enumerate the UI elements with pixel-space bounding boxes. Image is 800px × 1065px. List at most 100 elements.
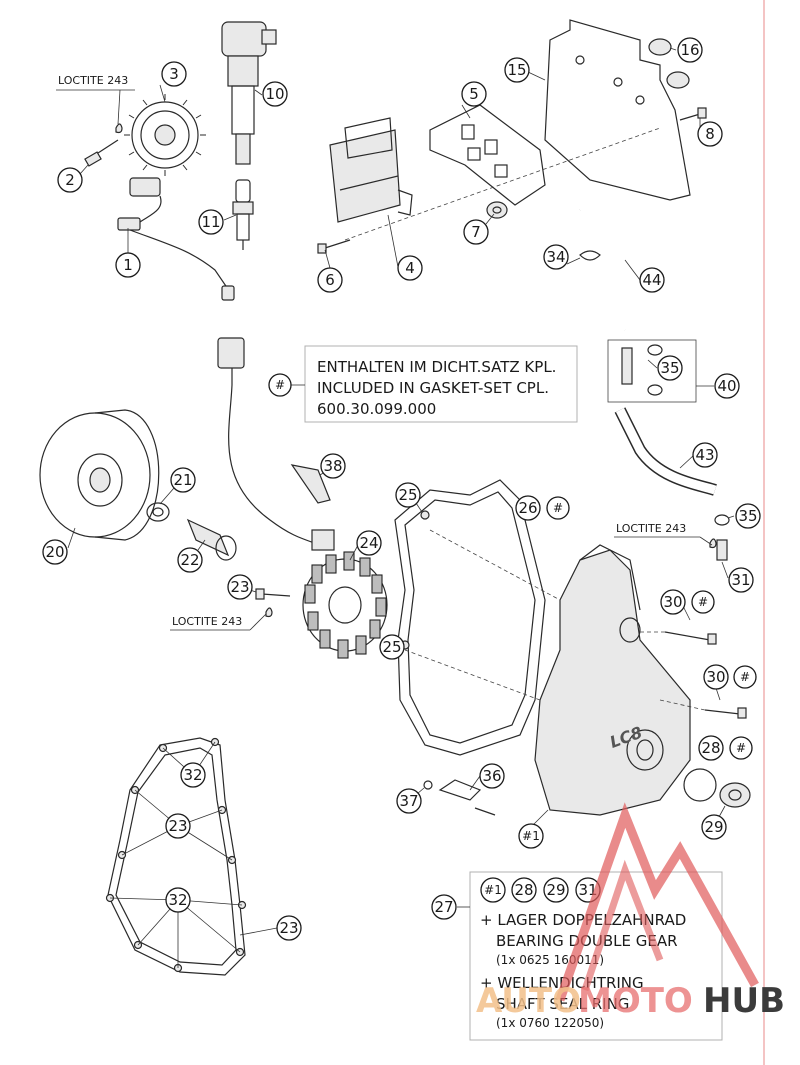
callout-29: 29 — [701, 814, 727, 840]
svg-text:7: 7 — [471, 223, 481, 241]
svg-text:4: 4 — [405, 259, 415, 277]
callout-22: 22 — [177, 547, 203, 573]
svg-text:40: 40 — [717, 377, 736, 395]
screw-8-part — [679, 107, 707, 121]
oring-28-part — [683, 768, 717, 802]
callout-23-stator: 23 — [227, 574, 253, 600]
svg-text:26: 26 — [518, 499, 537, 517]
control-unit-part — [329, 117, 413, 223]
callout-35-seal: 35 — [735, 503, 761, 529]
gasket-note-line3: 600.30.099.000 — [317, 400, 436, 418]
svg-text:34: 34 — [546, 248, 565, 266]
svg-text:23: 23 — [230, 578, 249, 596]
callout-40: 40 — [714, 373, 740, 399]
callout-26-hash: # — [546, 496, 570, 520]
callout-34: 34 — [543, 244, 569, 270]
kit-40-frame — [607, 339, 697, 403]
callout-24: 24 — [356, 530, 382, 556]
svg-text:10: 10 — [265, 85, 284, 103]
screw-6-part — [317, 239, 351, 254]
callout-leaders — [67, 47, 735, 936]
callout-36: 36 — [479, 763, 505, 789]
gasket-note-symbol — [268, 373, 292, 397]
bolt-22-part — [186, 518, 237, 561]
callout-37: 37 — [396, 788, 422, 814]
rubber-16-part — [648, 38, 690, 89]
callout-27 — [431, 894, 457, 920]
callout-10: 10 — [262, 81, 288, 107]
svg-text:2: 2 — [65, 171, 75, 189]
callout-30-top: 30 — [660, 589, 686, 615]
svg-text:#: # — [275, 378, 285, 392]
svg-text:11: 11 — [201, 213, 220, 231]
callout-20: 20 — [42, 539, 68, 565]
bolt-30b-part — [704, 707, 747, 719]
cover-note-item1-line2: BEARING DOUBLE GEAR — [496, 932, 678, 950]
svg-text:8: 8 — [705, 125, 715, 143]
cover-gasket-part — [394, 479, 546, 756]
svg-text:27: 27 — [434, 898, 453, 916]
loctite-label-right: LOCTITE 243 — [616, 522, 686, 535]
callout-6: 6 — [317, 267, 343, 293]
svg-text:28: 28 — [514, 881, 533, 899]
fitting-35-part — [621, 344, 663, 396]
spark-plug-part — [232, 179, 254, 250]
callout-32-top: 32 — [180, 762, 206, 788]
svg-text:43: 43 — [695, 446, 714, 464]
cover-note-item1-line1: + LAGER DOPPELZAHNRAD — [480, 911, 686, 929]
callout-16: 16 — [677, 37, 703, 63]
plate-15-part — [544, 19, 691, 201]
plug-29-part — [719, 782, 751, 808]
bracket-36-part — [438, 779, 496, 816]
grommet-7-part — [486, 201, 508, 219]
watermark-hub: HUB — [703, 981, 785, 1021]
loctite-label-top-left: LOCTITE 243 — [58, 74, 128, 87]
callout-35-kit: 35 — [657, 355, 683, 381]
washer-21-part — [146, 502, 170, 522]
grommet-38-part — [290, 464, 331, 504]
svg-text:20: 20 — [45, 543, 64, 561]
svg-text:32: 32 — [183, 766, 202, 784]
watermark-moto: MOTO — [578, 981, 693, 1021]
svg-text:24: 24 — [359, 534, 378, 552]
svg-text:38: 38 — [323, 457, 342, 475]
callout-31: 31 — [728, 567, 754, 593]
svg-text:15: 15 — [507, 61, 526, 79]
callout-1-hash: #1 — [518, 823, 544, 849]
svg-text:#1: #1 — [522, 829, 540, 843]
hose-44-part — [577, 202, 630, 331]
loctite-drop-stator-icon — [265, 607, 273, 618]
watermark-logo: AUTO MOTO HUB — [476, 802, 785, 1021]
callout-25-bottom: 25 — [379, 634, 405, 660]
svg-text:#: # — [736, 741, 746, 755]
watermark-auto: AUTO — [476, 981, 581, 1021]
callout-28-hash: # — [729, 736, 753, 760]
svg-text:#: # — [740, 670, 750, 684]
svg-text:37: 37 — [399, 792, 418, 810]
clamp-34-part — [579, 250, 601, 261]
svg-text:22: 22 — [180, 551, 199, 569]
cover-note-item2-part: (1x 0760 122050) — [496, 1016, 604, 1030]
flywheel-part — [39, 409, 160, 541]
callout-44: 44 — [639, 267, 665, 293]
seal-35b-part — [714, 514, 730, 526]
bolt-30a-part — [664, 631, 717, 645]
cover-note-ref-28 — [511, 877, 537, 903]
connector-cable-part — [217, 337, 321, 546]
ignition-cover-part: LC8 — [534, 544, 691, 816]
callout-28: 28 — [698, 735, 724, 761]
callout-23-gasket: 23 — [165, 813, 191, 839]
svg-text:29: 29 — [546, 881, 565, 899]
screw-2-part — [84, 139, 119, 167]
svg-text:23: 23 — [279, 919, 298, 937]
cover-note-item1-part: (1x 0625 160011) — [496, 953, 604, 967]
svg-text:#: # — [698, 595, 708, 609]
svg-text:3: 3 — [169, 65, 179, 83]
callout-30-bottom: 30 — [703, 664, 729, 690]
gasket-note-line1: ENTHALTEN IM DICHT.SATZ KPL. — [317, 358, 556, 376]
cover-note-ref-1 — [480, 877, 506, 903]
hose-43-part — [614, 407, 717, 496]
callout-2: 2 — [57, 167, 83, 193]
callout-30-top-hash: # — [691, 590, 715, 614]
